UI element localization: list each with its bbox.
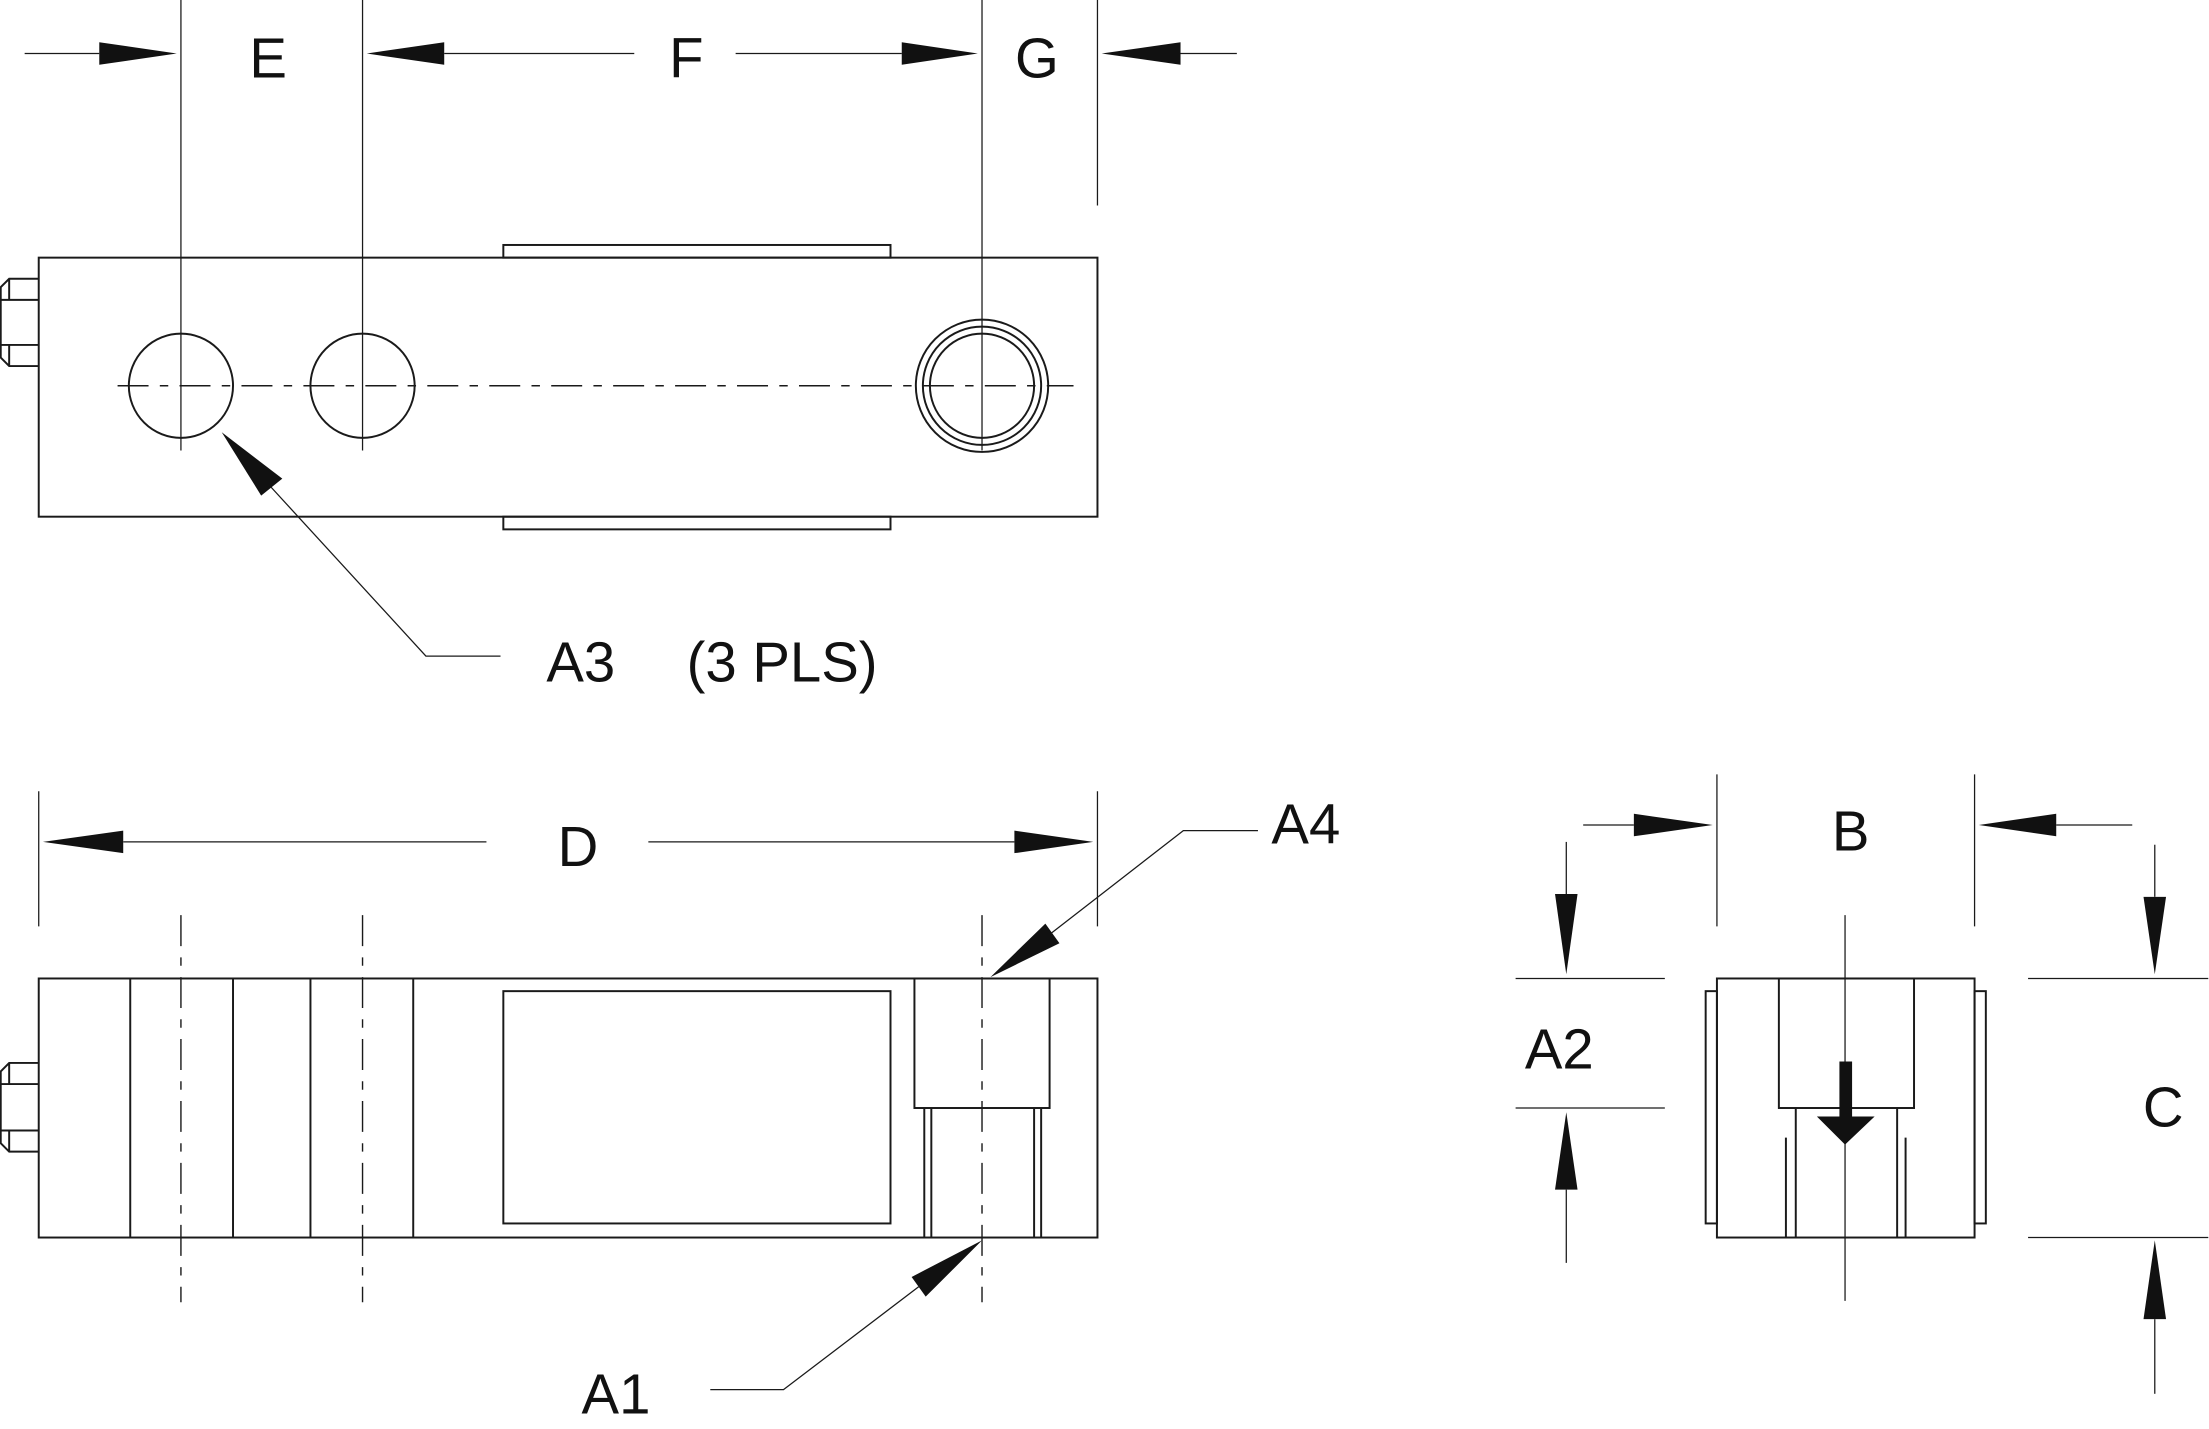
side-view <box>1704 915 1987 1301</box>
dimension-d: D <box>38 791 1099 927</box>
top-tab <box>502 243 892 259</box>
label-e: E <box>249 26 287 89</box>
top-view <box>0 0 1099 531</box>
dimension-a2: A2 <box>1515 841 1665 1263</box>
load-direction-arrow-icon <box>1816 1061 1875 1145</box>
bottom-tab <box>502 515 892 531</box>
hex-nut-top <box>0 277 39 368</box>
label-a1: A1 <box>582 1363 651 1426</box>
label-a4: A4 <box>1271 792 1340 855</box>
label-d: D <box>558 815 599 878</box>
label-c: C <box>2143 1075 2184 1138</box>
label-a3-note: (3 PLS) <box>687 630 878 693</box>
leader-a1: A1 <box>582 1240 983 1426</box>
dimension-efg: E F G <box>24 26 1237 89</box>
top-body <box>37 256 1099 518</box>
leader-a3: A3 (3 PLS) <box>221 432 878 693</box>
label-window <box>502 990 892 1225</box>
label-f: F <box>669 26 703 89</box>
hex-nut-front <box>0 1061 39 1153</box>
label-a3: A3 <box>546 630 615 693</box>
front-view <box>0 915 1099 1303</box>
label-b: B <box>1832 799 1870 862</box>
leader-a4: A4 <box>990 792 1340 978</box>
dimension-c: C <box>2028 844 2209 1394</box>
label-g: G <box>1015 26 1059 89</box>
front-body <box>37 977 1099 1239</box>
dimension-b: B <box>1583 774 2133 927</box>
label-a2: A2 <box>1525 1018 1594 1081</box>
